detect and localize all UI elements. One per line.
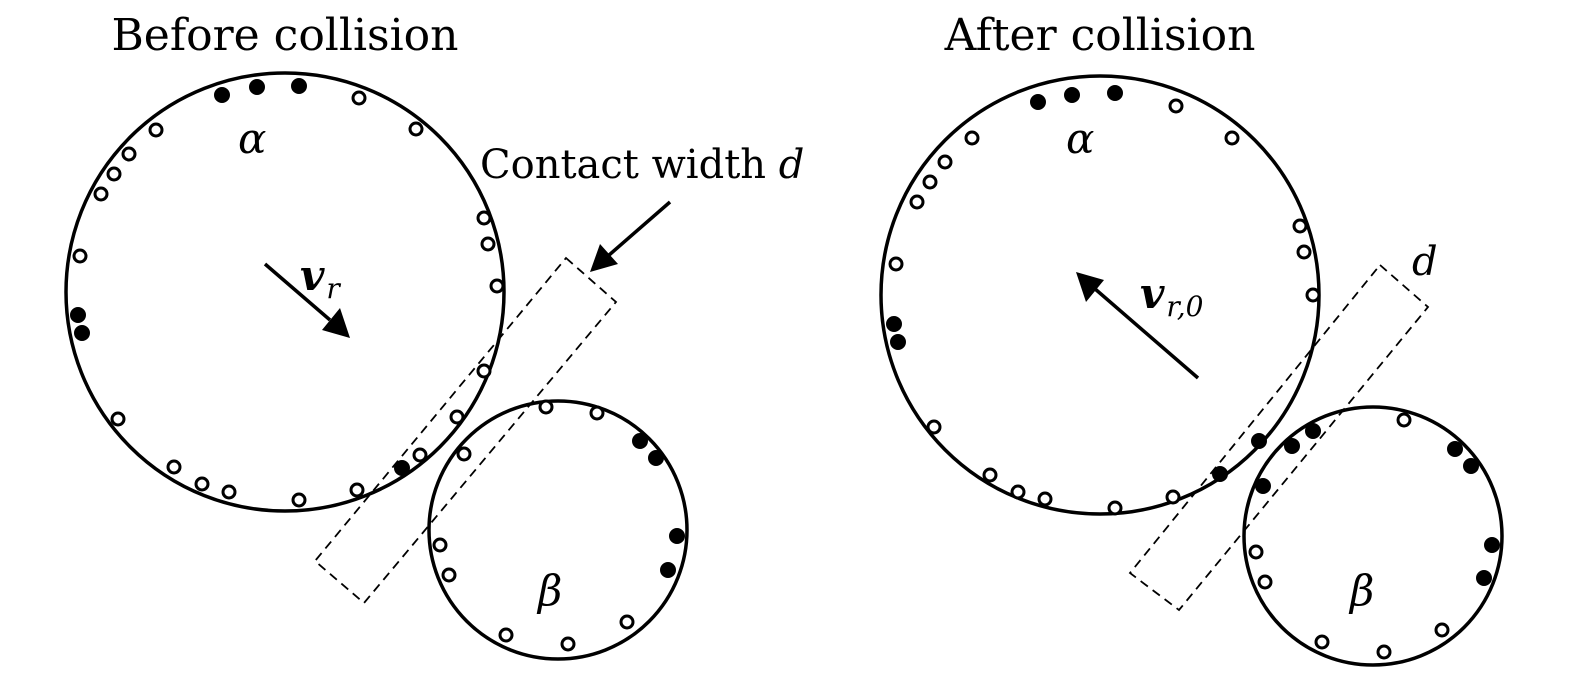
marker-open xyxy=(982,467,998,483)
marker-open xyxy=(538,399,554,415)
marker-open xyxy=(1165,489,1181,505)
alpha-surface-markers-before xyxy=(70,78,505,508)
panel-before: Before collision α β vr Contact width d xyxy=(64,10,804,661)
marker-open xyxy=(619,614,635,630)
marker-open xyxy=(1296,244,1312,260)
marker-filled xyxy=(669,528,685,544)
marker-open xyxy=(449,409,465,425)
particle-alpha-before xyxy=(64,71,506,513)
marker-filled xyxy=(660,562,676,578)
marker-filled xyxy=(1284,438,1300,454)
marker-open xyxy=(1396,412,1412,428)
velocity-arrow-before xyxy=(263,262,350,338)
marker-filled xyxy=(1255,478,1271,494)
marker-filled xyxy=(1030,94,1046,110)
marker-filled xyxy=(1447,441,1463,457)
marker-open xyxy=(441,567,457,583)
marker-filled xyxy=(1463,458,1479,474)
marker-open xyxy=(1037,491,1053,507)
marker-open xyxy=(476,210,492,226)
particle-beta-after xyxy=(1242,405,1504,667)
marker-filled xyxy=(291,78,307,94)
marker-open xyxy=(489,278,505,294)
marker-filled xyxy=(1305,423,1321,439)
marker-open xyxy=(480,236,496,252)
marker-open xyxy=(909,194,925,210)
marker-open xyxy=(106,166,122,182)
beta-label-after: β xyxy=(1348,566,1374,615)
contact-width-label: Contact width d xyxy=(480,142,804,188)
marker-open xyxy=(72,248,88,264)
marker-open xyxy=(1292,218,1308,234)
marker-open xyxy=(888,256,904,272)
beta-surface-markers-after xyxy=(1248,412,1500,660)
marker-open xyxy=(1010,484,1026,500)
marker-open xyxy=(456,446,472,462)
marker-filled xyxy=(890,334,906,350)
marker-filled xyxy=(214,87,230,103)
marker-open xyxy=(351,90,367,106)
marker-open xyxy=(194,476,210,492)
marker-filled xyxy=(394,460,410,476)
marker-open xyxy=(412,447,428,463)
alpha-label-before: α xyxy=(238,114,266,163)
marker-open xyxy=(589,405,605,421)
marker-open xyxy=(166,459,182,475)
marker-filled xyxy=(70,307,86,323)
marker-open xyxy=(93,186,109,202)
marker-open xyxy=(560,636,576,652)
marker-filled xyxy=(1107,85,1123,101)
marker-filled xyxy=(74,325,90,341)
marker-filled xyxy=(886,316,902,332)
marker-open xyxy=(1168,98,1184,114)
marker-open xyxy=(110,411,126,427)
beta-surface-markers-before xyxy=(412,399,685,652)
marker-open xyxy=(1314,634,1330,650)
marker-filled xyxy=(1064,87,1080,103)
marker-filled xyxy=(648,450,664,466)
after-title: After collision xyxy=(944,10,1256,61)
marker-open xyxy=(408,121,424,137)
marker-open xyxy=(964,130,980,146)
velocity-label-after: vr,0 xyxy=(1140,269,1203,323)
marker-open xyxy=(498,627,514,643)
marker-open xyxy=(1248,544,1264,560)
marker-open xyxy=(349,482,365,498)
marker-filled xyxy=(1212,466,1228,482)
marker-open xyxy=(922,174,938,190)
beta-label-before: β xyxy=(536,566,562,615)
marker-open xyxy=(432,537,448,553)
particle-beta-before xyxy=(427,399,689,661)
marker-open xyxy=(1305,287,1321,303)
velocity-arrow-after xyxy=(1076,272,1200,380)
marker-filled xyxy=(632,433,648,449)
panel-after: After collision α β d vr,0 xyxy=(879,10,1504,667)
marker-open xyxy=(1224,130,1240,146)
marker-open xyxy=(121,146,137,162)
marker-filled xyxy=(1476,570,1492,586)
before-title: Before collision xyxy=(111,10,458,61)
marker-open xyxy=(1434,622,1450,638)
marker-filled xyxy=(1484,537,1500,553)
contact-band-before xyxy=(313,256,618,605)
marker-open xyxy=(291,492,307,508)
contact-width-symbol-after: d xyxy=(1412,239,1438,285)
velocity-label-before: vr xyxy=(300,251,341,305)
marker-filled xyxy=(249,79,265,95)
alpha-label-after: α xyxy=(1066,114,1094,163)
marker-open xyxy=(148,122,164,138)
marker-open xyxy=(476,363,492,379)
marker-open xyxy=(937,154,953,170)
alpha-surface-markers-after xyxy=(886,85,1321,516)
marker-open xyxy=(1257,574,1273,590)
marker-open xyxy=(1376,644,1392,660)
contact-pointer-arrow xyxy=(590,200,672,272)
marker-open xyxy=(1107,500,1123,516)
marker-open xyxy=(221,484,237,500)
marker-filled xyxy=(1251,433,1267,449)
marker-open xyxy=(926,419,942,435)
